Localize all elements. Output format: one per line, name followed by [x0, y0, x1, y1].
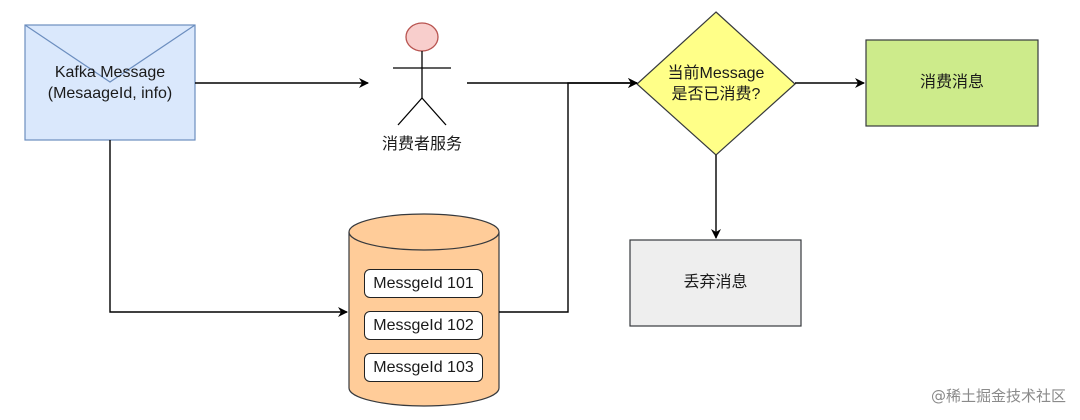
consume-box [865, 39, 1039, 127]
message-id-item: MessgeId 101 [364, 269, 483, 298]
kafka-message-label: Kafka Message (MesaageId, info) [25, 62, 195, 104]
decision-line2: 是否已消费? [671, 86, 761, 103]
discard-label: 丢弃消息 [683, 274, 748, 291]
consumer-service-label: 消费者服务 [381, 136, 462, 153]
arrow-store-to-decision [499, 78, 638, 313]
kafka-message-title: Kafka Message [54, 64, 166, 81]
discard-box [629, 239, 802, 327]
decision-line1: 当前Message [667, 65, 765, 82]
decision-label: 当前Message 是否已消费? [650, 63, 782, 105]
arrow-message-to-store [109, 140, 348, 317]
kafka-message-fields: (MesaageId, info) [47, 85, 173, 102]
connectors [109, 78, 865, 317]
message-id-item: MessgeId 102 [364, 311, 483, 340]
consume-label: 消费消息 [919, 74, 984, 91]
consumer-actor [393, 22, 451, 126]
message-id-item: MessgeId 103 [364, 353, 483, 382]
kafka-message-envelope [24, 24, 196, 141]
watermark: @稀土掘金技术社区 [930, 387, 1066, 405]
